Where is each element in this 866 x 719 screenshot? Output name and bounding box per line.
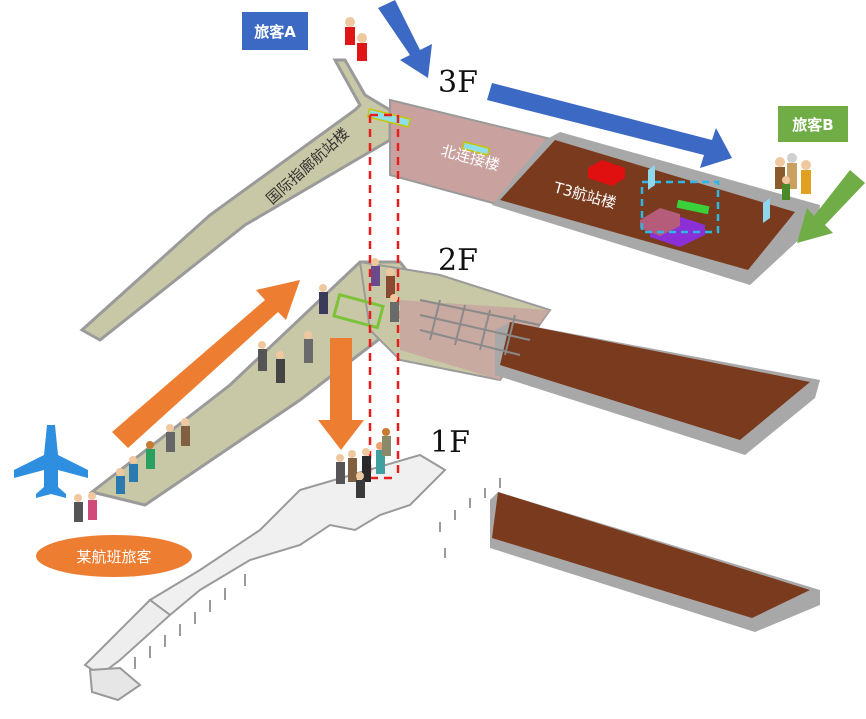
flight-passengers-tag: 某航班旅客 — [36, 535, 192, 577]
floor-1f-t3-slab-top — [492, 492, 810, 618]
connector-2f-figures — [371, 258, 399, 322]
floor-2f-gates — [419, 299, 541, 356]
flight-passengers-label: 某航班旅客 — [76, 548, 151, 566]
passenger-a-figures — [345, 17, 367, 61]
floor-3f-cyan-barrier-left — [648, 165, 655, 190]
floor-3f-cyan-dashed-box — [640, 180, 720, 234]
floor-3f-intl-pier — [79, 58, 392, 342]
arrow-orange-down — [318, 338, 364, 450]
floor-2f — [88, 260, 820, 507]
flight-passenger-figures — [74, 418, 190, 522]
passenger-a-tag: 旅客A — [242, 12, 308, 50]
floor-3f-label: 3F — [438, 65, 478, 100]
floor-1f-figures — [336, 428, 391, 498]
airplane-icon — [14, 425, 88, 498]
passenger-b-group — [775, 153, 811, 200]
floor-1f-concourse-outline — [148, 453, 447, 617]
vertical-link-dashed — [368, 113, 400, 480]
floor-3f-cyan-strip-2 — [461, 141, 491, 156]
passenger-b-label: 旅客B — [792, 116, 833, 134]
arrow-blue-down — [378, 0, 432, 78]
floor-3f-t3-slab-top — [500, 140, 795, 270]
mid-walkway-figures — [258, 284, 328, 383]
floor-1f-posts — [134, 478, 501, 669]
floor-3f-red-block — [588, 160, 625, 186]
passenger-a-label: 旅客A — [254, 23, 296, 41]
arrow-green — [797, 170, 865, 243]
arrow-orange-up — [112, 280, 300, 448]
floor-2f-t3-slab-top — [500, 322, 810, 440]
floor-2f-green-zone — [332, 292, 385, 330]
arrow-blue-right — [487, 83, 732, 168]
floor-3f-cyan-barrier-right — [763, 198, 770, 223]
floor-1f-label: 1F — [430, 425, 470, 460]
floor-1f-corridor — [83, 598, 172, 677]
floor-1f-south-block — [88, 666, 142, 702]
floor-3f-green-bar — [676, 199, 710, 215]
passenger-b-tag: 旅客B — [778, 106, 848, 142]
floor-2f-label: 2F — [438, 243, 478, 278]
floor-3f-pink-block — [640, 208, 680, 236]
floor-1f — [83, 453, 820, 702]
